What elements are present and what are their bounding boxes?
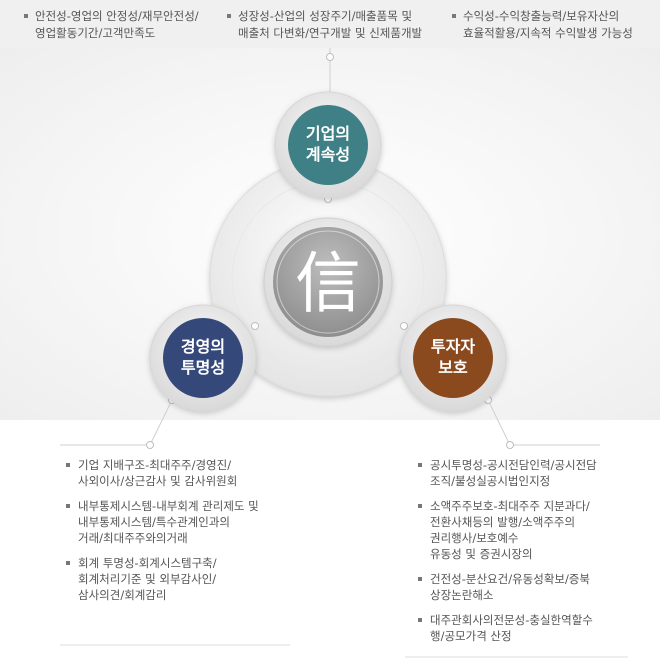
top-item-line: 수익성-수익창출능력/보유자산의 <box>463 9 620 23</box>
list-item-line: 건전성-분산요건/유동성확보/증북 <box>430 572 591 586</box>
list-item: 소액주주보호-최대주주 지분과다/ 전환사채등의 발행/소액주주의 권리행사/보… <box>418 498 638 562</box>
top-item-stability: 안전성-영업의 안정성/재무안전성/ 영업활동기간/고객만족도 <box>24 8 214 42</box>
list-item-line: 권리행사/보호예수 <box>430 531 519 545</box>
list-item-line: 조직/불성실공시법인지정 <box>430 474 551 488</box>
node-continuity-label-2: 계속성 <box>306 145 350 164</box>
list-item-line: 공시투명성-공시전담인력/공시전담 <box>430 458 597 472</box>
connector-dot <box>506 441 514 449</box>
left-list: 기업 지배구조-최대주주/경영진/ 사외이사/상근감사 및 감사위원회 내부통제… <box>66 457 294 612</box>
top-item-line: 매출처 다변화/연구개발 및 신제품개발 <box>238 26 423 40</box>
connector-dot <box>326 53 334 61</box>
node-transparency-label-2: 투명성 <box>181 358 225 377</box>
right-list: 공시투명성-공시전담인력/공시전담 조직/불성실공시법인지정 소액주주보호-최대… <box>418 457 638 653</box>
bullet-icon <box>66 561 70 565</box>
list-item: 기업 지배구조-최대주주/경영진/ 사외이사/상근감사 및 감사위원회 <box>66 457 294 489</box>
center-character: 信 <box>295 245 361 322</box>
bullet-icon <box>227 14 231 18</box>
node-investor-label-1: 투자자 <box>431 337 475 356</box>
top-item-line: 영업활동기간/고객만족도 <box>35 26 156 40</box>
list-item-line: 기업 지배구조-최대주주/경영진/ <box>78 458 232 472</box>
list-item: 내부통제시스템-내부회계 관리제도 및 내부통제시스템/특수관계인과의 거래/최… <box>66 498 294 546</box>
node-transparency-label-1: 경영의 <box>181 337 225 356</box>
ring-dot <box>251 322 259 330</box>
bullet-icon <box>418 504 422 508</box>
node-transparency <box>163 318 243 398</box>
list-item-line: 소액주주보호-최대주주 지분과다/ <box>430 499 590 513</box>
list-item: 공시투명성-공시전담인력/공시전담 조직/불성실공시법인지정 <box>418 457 638 489</box>
list-item-line: 거래/최대주주와의거래 <box>78 531 188 545</box>
list-item-line: 사외이사/상근감사 및 감사위원회 <box>78 474 238 488</box>
top-item-line: 안전성-영업의 안정성/재무안전성/ <box>35 9 199 23</box>
top-item-growth: 성장성-산업의 성장주기/매출품목 및 매출처 다변화/연구개발 및 신제품개발 <box>227 8 442 42</box>
bullet-icon <box>418 577 422 581</box>
top-item-profitability: 수익성-수익창출능력/보유자산의 효율적활용/지속적 수익발생 가능성 <box>452 8 652 42</box>
connector-line-left <box>60 399 173 446</box>
list-item: 건전성-분산요건/유동성확보/증북 상장논란해소 <box>418 571 638 603</box>
list-item-line: 전환사채등의 발행/소액주주의 <box>430 515 576 529</box>
node-continuity-label-1: 기업의 <box>306 124 350 143</box>
list-item-line: 삼사의견/회계감리 <box>78 588 167 602</box>
top-band <box>0 0 660 48</box>
ring-dot <box>400 322 408 330</box>
list-item-line: 내부통제시스템/특수관계인과의 <box>78 515 230 529</box>
connector-dot <box>146 441 154 449</box>
list-item-line: 대주관회사의전문성-충실한역할수 <box>430 613 593 627</box>
bullet-icon <box>452 14 456 18</box>
list-item-line: 내부통제시스템-내부회계 관리제도 및 <box>78 499 259 513</box>
list-item: 대주관회사의전문성-충실한역할수 행/공모가격 산정 <box>418 612 638 644</box>
list-item-line: 상장논란해소 <box>430 588 494 602</box>
bullet-icon <box>418 463 422 467</box>
top-item-line: 효율적활용/지속적 수익발생 가능성 <box>463 26 633 40</box>
node-investor <box>413 318 493 398</box>
list-item: 회계 투명성-회계시스템구축/ 회계처리기준 및 외부감사인/ 삼사의견/회계감… <box>66 555 294 603</box>
top-item-line: 성장성-산업의 성장주기/매출품목 및 <box>238 9 413 23</box>
bullet-icon <box>418 618 422 622</box>
center-disc <box>273 227 383 337</box>
bullet-icon <box>66 463 70 467</box>
node-investor-label-2: 보호 <box>438 358 468 377</box>
bullet-icon <box>24 14 28 18</box>
node-continuity <box>288 105 368 185</box>
list-item-line: 행/공모가격 산정 <box>430 629 512 643</box>
list-item-line: 유동성 및 증권시장의 <box>430 547 533 561</box>
list-item-line: 회계처리기준 및 외부감사인/ <box>78 572 217 586</box>
connector-line-right <box>487 399 600 446</box>
bullet-icon <box>66 504 70 508</box>
list-item-line: 회계 투명성-회계시스템구축/ <box>78 556 217 570</box>
